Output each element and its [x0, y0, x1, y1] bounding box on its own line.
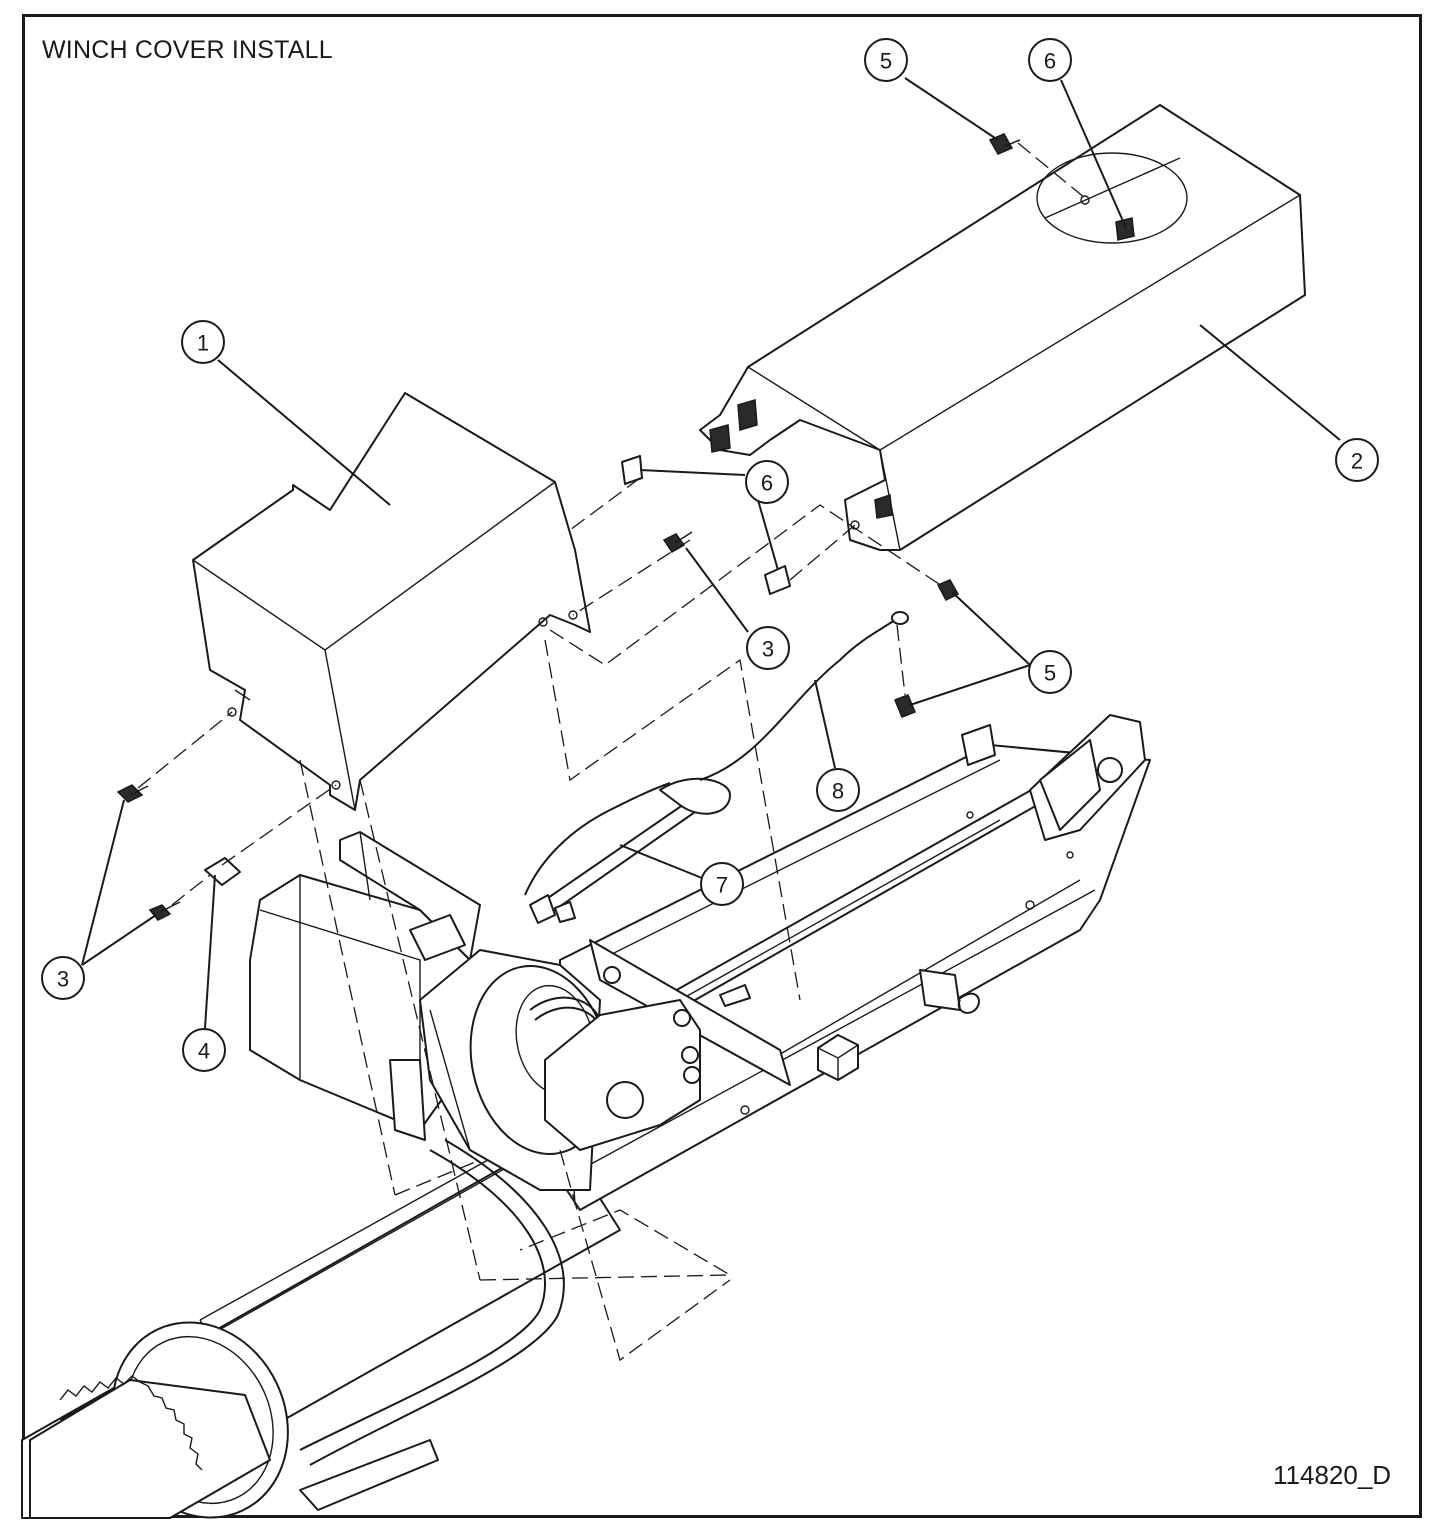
callout-label: 5 — [1044, 661, 1056, 686]
clip-nut-4 — [204, 857, 241, 886]
callout-label: 6 — [1044, 49, 1056, 74]
callout-1: 1 — [181, 320, 225, 364]
bolt-5c — [894, 694, 916, 718]
trailer-tongue — [21, 1119, 621, 1519]
hex-nut — [817, 1034, 859, 1081]
callout-label: 3 — [762, 637, 774, 662]
safety-cable-8 — [699, 619, 896, 781]
callout-6b: 6 — [745, 460, 789, 504]
callout-2: 2 — [1335, 438, 1379, 482]
callout-4: 4 — [182, 1028, 226, 1072]
callout-5b: 5 — [1028, 650, 1072, 694]
hardware — [116, 133, 1021, 924]
callout-7: 7 — [700, 862, 744, 906]
drawing-frame — [22, 14, 1422, 1518]
callout-label: 5 — [880, 49, 892, 74]
callout-8: 8 — [816, 768, 860, 812]
callout-label: 4 — [198, 1039, 210, 1064]
callout-label: 2 — [1351, 449, 1363, 474]
bolt-5b — [936, 579, 960, 601]
pin-ring-7 — [659, 777, 731, 815]
winch-cover-rear — [699, 104, 1306, 551]
callout-label: 8 — [832, 779, 844, 804]
callout-6a: 6 — [1028, 38, 1072, 82]
winch-cover-front — [192, 392, 591, 811]
callout-label: 3 — [57, 967, 69, 992]
winch — [249, 831, 701, 1191]
callout-3a: 3 — [746, 626, 790, 670]
callout-3b: 3 — [41, 956, 85, 1000]
callout-label: 7 — [716, 873, 728, 898]
document-number: 114820_D — [1273, 1460, 1392, 1490]
drawing-title: WINCH COVER INSTALL — [42, 36, 333, 64]
assembly-lines — [137, 142, 1086, 1362]
clip-nut-6a — [621, 455, 643, 485]
bolt-3a — [116, 784, 149, 803]
callout-5a: 5 — [864, 38, 908, 82]
callout-label: 1 — [197, 331, 209, 356]
cable-eyelet — [891, 611, 909, 625]
leader-lines — [81, 77, 1341, 1029]
bolt-3b — [148, 901, 181, 921]
clip-nut-6b — [764, 565, 791, 595]
bolt-3c — [662, 531, 693, 554]
callout-label: 6 — [761, 471, 773, 496]
